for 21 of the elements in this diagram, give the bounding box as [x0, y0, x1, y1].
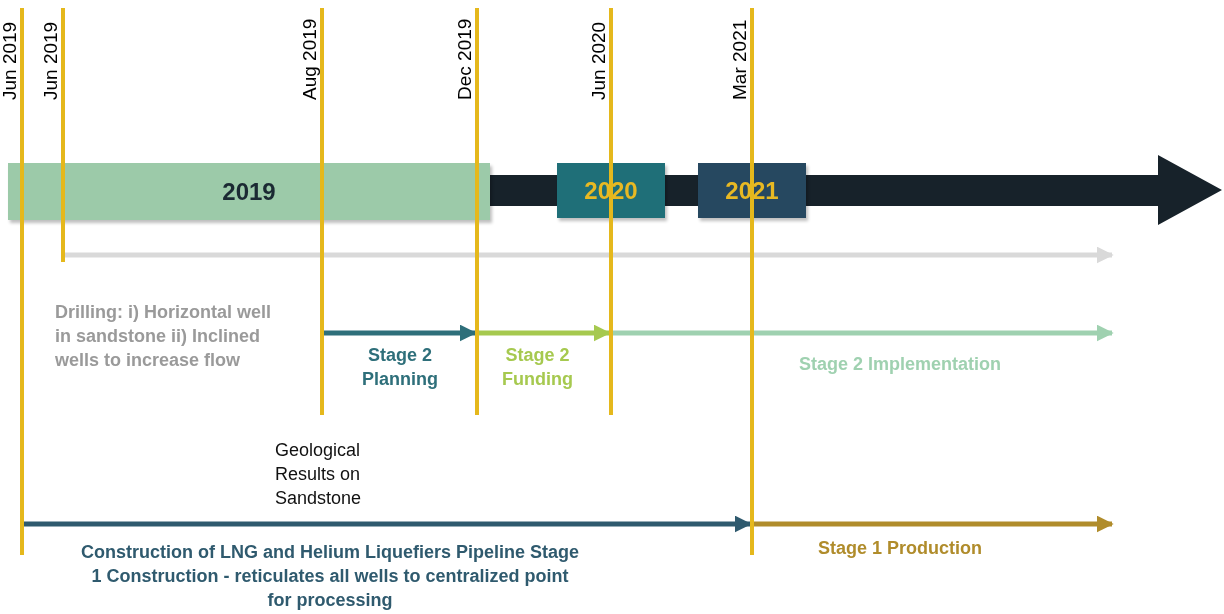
- edge-label: Stage 2 Planning: [361, 344, 439, 391]
- arrow: [613, 324, 1114, 342]
- note-text: Geological Results on Sandstone: [275, 439, 363, 510]
- date-label: Dec 2019: [454, 18, 476, 100]
- date-label: Mar 2021: [729, 19, 751, 100]
- year-band: 2019: [8, 163, 490, 220]
- arrow: [479, 324, 611, 342]
- date-marker: [0, 8, 24, 555]
- edge-label: Stage 1 Production: [817, 537, 983, 560]
- arrow: [324, 324, 477, 342]
- edge-label: Construction of LNG and Helium Liquefiers Pipeline Stage 1 Construction - reticulates all wells to centralized point for processing: [80, 541, 580, 612]
- arrow: [754, 515, 1114, 533]
- edge-label: Stage 2 Implementation: [797, 353, 1002, 376]
- date-label: Jun 2020: [588, 21, 610, 100]
- date-label: Aug 2019: [299, 18, 321, 100]
- date-label: Jun 2019: [40, 21, 62, 100]
- arrow: [65, 246, 1114, 264]
- edge-label: Drilling: i) Horizontal well in sandstone ii) Inclined wells to increase flow: [55, 301, 272, 372]
- arrow: [24, 515, 752, 533]
- date-label: Jun 2019: [0, 21, 21, 100]
- edge-label: Stage 2 Funding: [501, 344, 574, 391]
